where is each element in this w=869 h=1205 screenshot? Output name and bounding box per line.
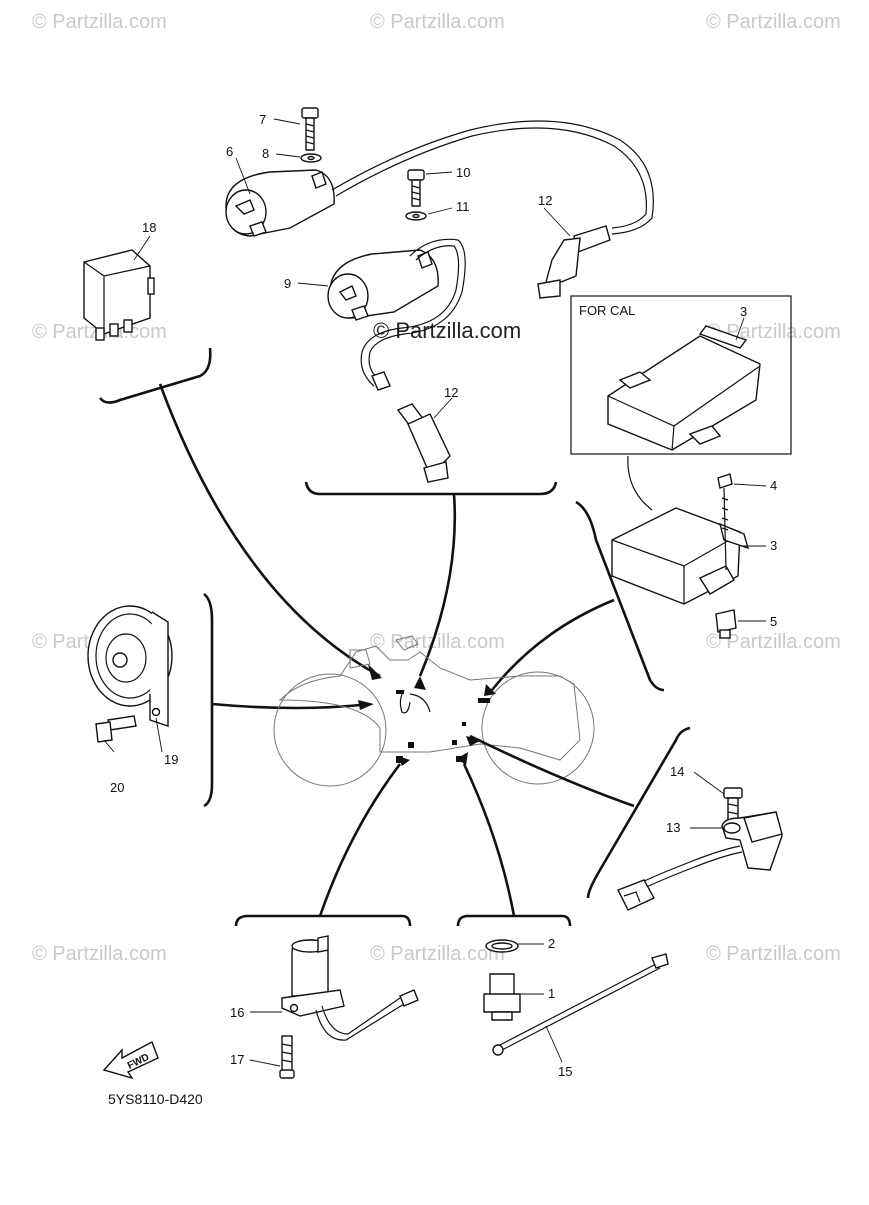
arrow-line-relay <box>158 383 381 678</box>
bracket-thermo <box>456 914 572 927</box>
watermark: © Partzilla.com <box>32 943 167 965</box>
callout-20: 20 <box>110 780 124 795</box>
cdi-unit-inset <box>607 317 761 451</box>
callout-16: 16 <box>230 1005 244 1020</box>
arrow-line-horn <box>211 702 371 710</box>
callout-1: 1 <box>548 986 555 1001</box>
callout-19: 19 <box>164 752 178 767</box>
bracket-switch <box>234 914 412 927</box>
inset-label: FOR CAL <box>579 303 635 318</box>
callout-15: 15 <box>558 1064 572 1079</box>
bracket-relay <box>98 347 212 404</box>
ignition-coil-group <box>225 107 654 483</box>
center-watermark: © Partzilla.com <box>373 318 521 343</box>
arrow-line-coils <box>418 493 457 677</box>
watermark: © Partzilla.com <box>370 631 505 653</box>
callout-11: 11 <box>456 199 470 214</box>
inset-for-cal <box>570 295 792 455</box>
callout-2: 2 <box>548 936 555 951</box>
watermark: © Partzilla.com <box>370 943 505 965</box>
callout-6: 6 <box>226 144 233 159</box>
arrow-line-sensor <box>469 734 635 808</box>
watermark: © Partzilla.com <box>706 631 841 653</box>
callout-5: 5 <box>770 614 777 629</box>
bracket-horn <box>203 592 214 808</box>
bracket-sensor <box>586 726 691 899</box>
callout-13: 13 <box>666 820 680 835</box>
inset-pointer <box>627 455 653 511</box>
callout-4: 4 <box>770 478 777 493</box>
callout-12-upper: 12 <box>538 193 552 208</box>
arrow-line-thermo <box>462 763 516 917</box>
callout-17: 17 <box>230 1052 244 1067</box>
watermark: © Partzilla.com <box>32 11 167 33</box>
bracket-coils <box>304 481 558 496</box>
callout-14: 14 <box>670 764 684 779</box>
watermark: © Partzilla.com <box>706 943 841 965</box>
motorcycle-outline <box>273 635 595 787</box>
callout-7: 7 <box>259 112 266 127</box>
fwd-arrow-icon: FWD <box>102 1041 159 1080</box>
callout-labels: 7 8 6 10 11 12 9 12 18 3 4 3 5 19 20 14 … <box>110 112 777 1079</box>
arrow-line-cdi <box>490 598 615 691</box>
callout-10: 10 <box>456 165 470 180</box>
watermark: © Partzilla.com <box>370 11 505 33</box>
callout-9: 9 <box>284 276 291 291</box>
diagram-code: 5YS8110-D420 <box>108 1091 203 1107</box>
cdi-unit-group <box>611 473 767 639</box>
relay-18 <box>83 235 155 341</box>
sensor-group <box>617 771 783 911</box>
callout-3-inset: 3 <box>740 304 747 319</box>
watermark: © Partzilla.com <box>706 11 841 33</box>
switch-group <box>249 935 419 1079</box>
arrow-line-switch <box>318 763 402 917</box>
callout-3: 3 <box>770 538 777 553</box>
bracket-cdi <box>575 500 665 692</box>
callout-12-lower: 12 <box>444 385 458 400</box>
horn-group <box>87 605 173 753</box>
callout-8: 8 <box>262 146 269 161</box>
thermo-group <box>483 939 669 1063</box>
callout-18: 18 <box>142 220 156 235</box>
